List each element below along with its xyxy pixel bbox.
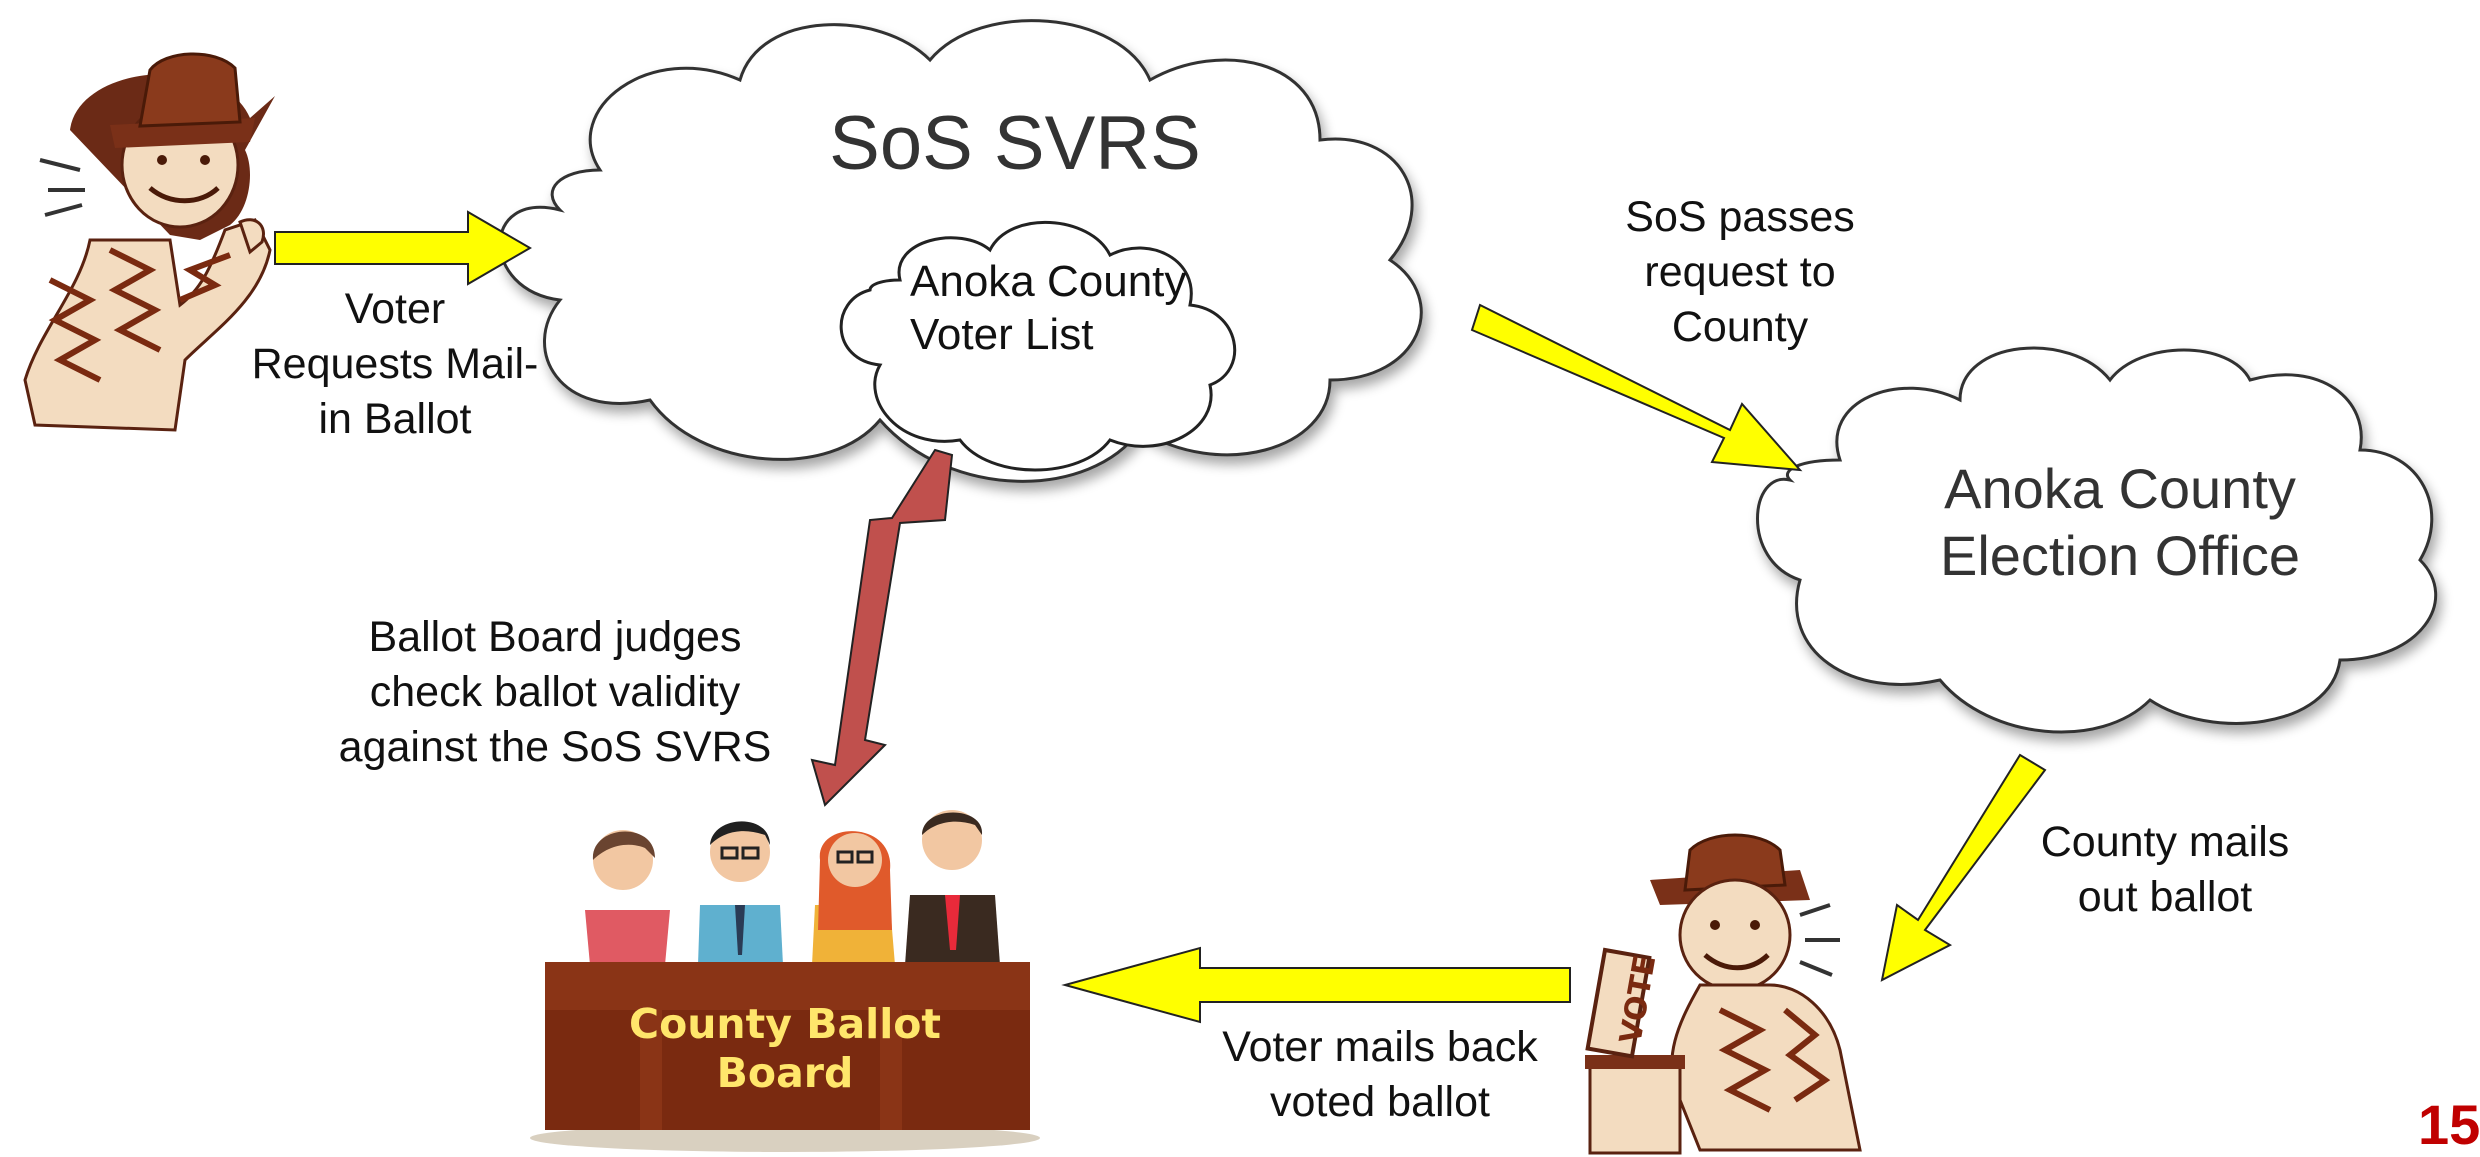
arrow-svrs-to-county: [1470, 303, 1803, 472]
svrs-cloud-title: SoS SVRS: [829, 101, 1201, 186]
voter-illustration-top: [23, 52, 275, 432]
voter-list-cloud-title: Anoka County Voter List: [910, 257, 1187, 359]
voter-list-cloud: [839, 221, 1237, 472]
election-office-cloud: [1756, 346, 2438, 734]
arrow-county-to-voter: [1880, 753, 2047, 982]
label-voter-mails-back: Voter mails back voted ballot: [1222, 1023, 1538, 1127]
ballot-board-sign: County Ballot Board: [628, 1000, 942, 1098]
arrow-voter-to-svrs: [274, 210, 532, 286]
arrow-board-svrs-bidirectional: [810, 448, 954, 807]
election-office-cloud-title: Anoka County Election Office: [1939, 457, 2301, 588]
arrow-voter-to-board: [1061, 946, 1571, 1024]
board-member-3: [812, 831, 895, 965]
voter-illustration-bottom: VOTE: [1585, 833, 1862, 1155]
page-number: 15: [2418, 1093, 2480, 1156]
board-member-2: [698, 821, 783, 965]
ballot-board-illustration: [530, 810, 1040, 1152]
board-member-1: [585, 830, 670, 965]
label-voter-requests: Voter Requests Mail- in Ballot: [251, 285, 539, 444]
label-sos-passes: SoS passes request to County: [1625, 193, 1855, 352]
label-county-mails: County mails out ballot: [2040, 818, 2290, 922]
label-ballot-board-judges: Ballot Board judges check ballot validit…: [338, 613, 772, 772]
board-member-4: [905, 810, 1000, 965]
